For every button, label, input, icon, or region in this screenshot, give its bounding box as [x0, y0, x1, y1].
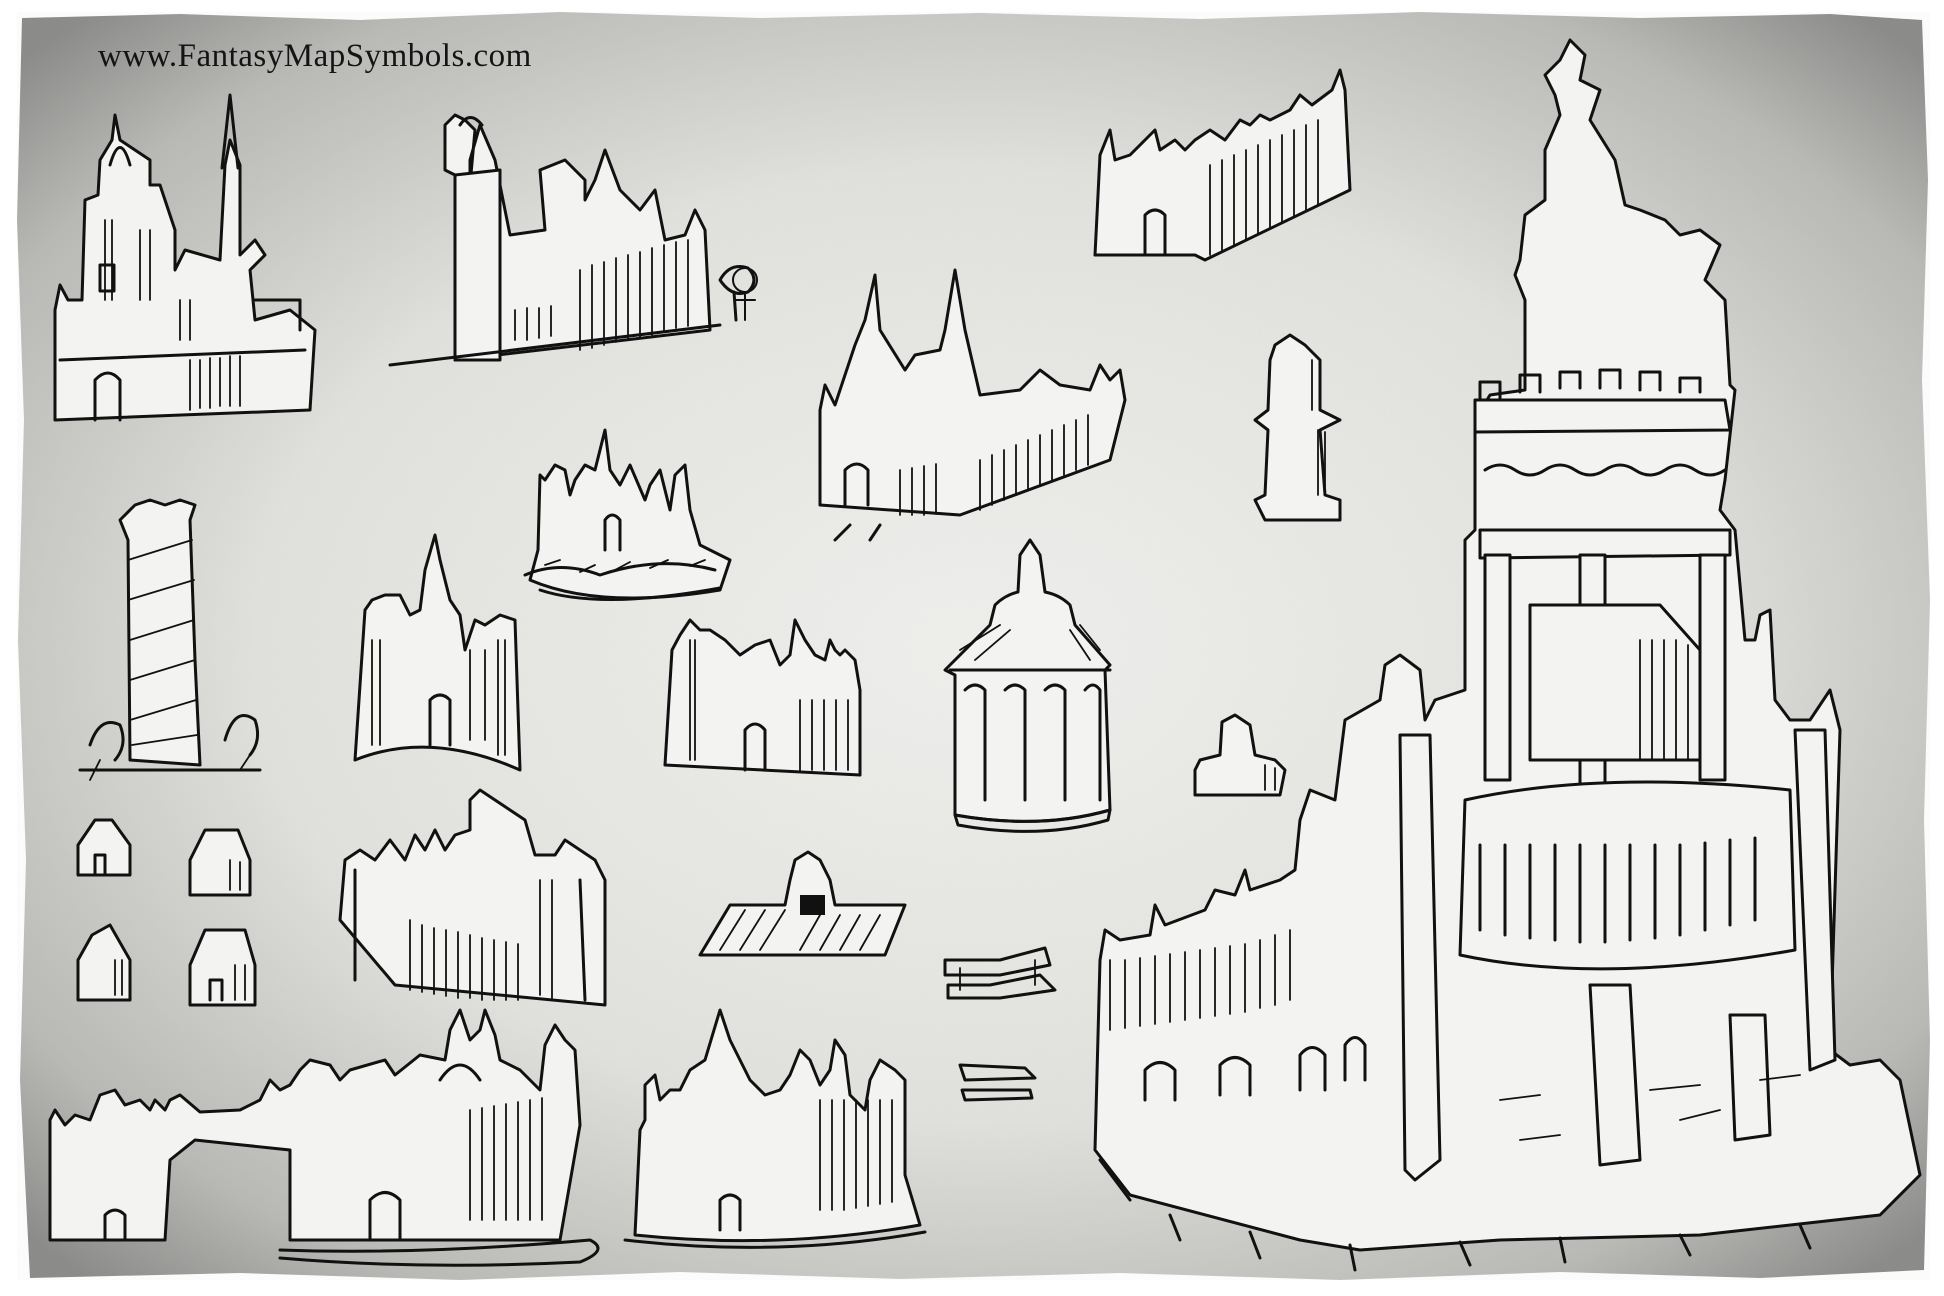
- tree-symbol: [718, 265, 756, 322]
- castle-symbol: [663, 618, 862, 777]
- domed-pavilion-symbol: [943, 538, 1112, 833]
- castle-symbol: [818, 268, 1127, 542]
- castle-symbol: [388, 113, 758, 367]
- bridge-symbol: [943, 946, 1057, 1000]
- house-symbol: [188, 928, 257, 1007]
- castle-symbol: [338, 788, 607, 1007]
- castle-symbol: [623, 1008, 927, 1249]
- castle-symbol: [53, 93, 317, 422]
- house-symbol: [76, 923, 132, 1002]
- grand-castle-tower-symbol: [1093, 38, 1922, 1272]
- house-symbol: [76, 818, 132, 877]
- ruined-tower-symbol: [78, 498, 262, 781]
- castle-symbol: [353, 533, 522, 772]
- hill-castle-symbol: [523, 428, 732, 601]
- pillar-tower-symbol: [1253, 333, 1342, 522]
- watermark-text: www.FantasyMapSymbols.com: [98, 38, 532, 74]
- courtyard-symbol: [698, 850, 907, 957]
- bridge-symbol: [958, 1063, 1037, 1102]
- small-tower-symbol: [1193, 713, 1287, 797]
- house-symbol: [188, 828, 252, 897]
- fortress-wall-symbol: [1093, 68, 1352, 262]
- castle-symbol: [48, 1008, 600, 1267]
